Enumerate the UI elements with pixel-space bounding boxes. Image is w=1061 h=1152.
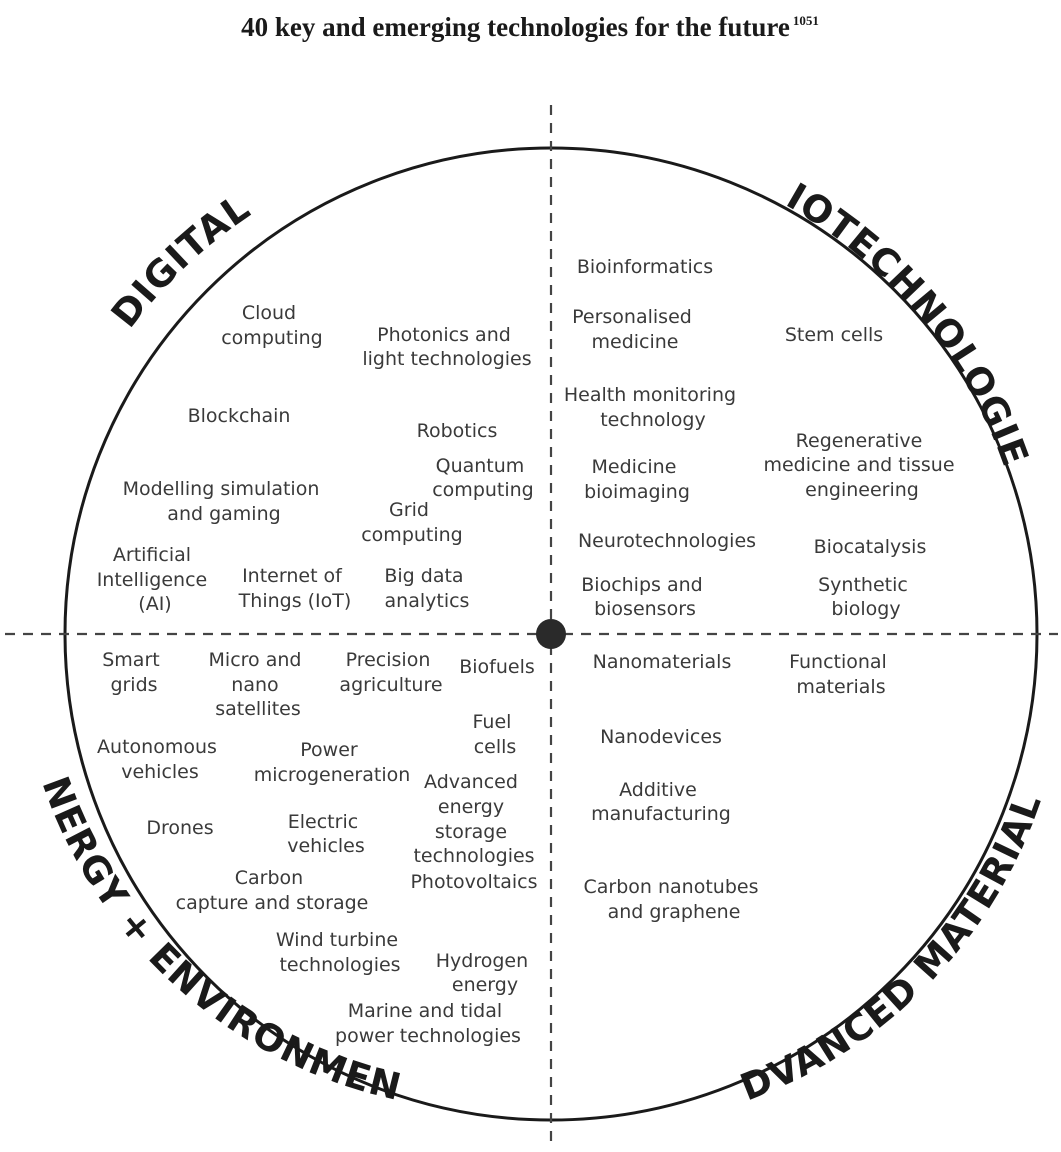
tech-carbon-nanotubes-graphene: Carbon nanotubes and graphene [583,876,764,923]
diagram-title: 40 key and emerging technologies for the… [241,12,819,42]
tech-regenerative-medicine: Regenerative medicine and tissue enginee… [763,430,960,501]
tech-autonomous-vehicles: Autonomous vehicles [97,736,223,783]
tech-hydrogen-energy: Hydrogen energy [436,950,534,996]
tech-cloud-computing: Cloud computing [221,302,323,349]
tech-biofuels: Biofuels [459,656,535,678]
tech-biocatalysis: Biocatalysis [814,536,927,558]
tech-stem-cells: Stem cells [785,324,883,346]
quadrant-title-digital: DIGITAL [103,185,258,335]
title-reference: 1051 [793,13,819,28]
tech-drones: Drones [146,817,213,839]
tech-internet-of-things: Internet of Things (IoT) [238,565,352,612]
tech-artificial-intelligence: Artificial Intelligence (AI) [97,544,214,615]
tech-additive-manufacturing: Additive manufacturing [591,779,731,825]
tech-micro-nano-satellites: Micro and nano satellites [209,649,308,720]
tech-precision-agriculture: Precision agriculture [339,649,442,696]
tech-marine-tidal-power: Marine and tidal power technologies [335,1000,521,1047]
tech-electric-vehicles: Electric vehicles [287,811,365,857]
tech-robotics: Robotics [417,420,498,442]
tech-health-monitoring: Health monitoring technology [564,384,742,431]
tech-quantum-computing: Quantum computing [432,455,534,501]
tech-advanced-energy-storage: Advanced energy storage technologies [413,771,534,867]
tech-modelling-simulation: Modelling simulation and gaming [123,478,326,525]
tech-photonics: Photonics and light technologies [362,324,531,370]
tech-nanodevices: Nanodevices [600,726,722,748]
tech-nanomaterials: Nanomaterials [593,651,732,673]
tech-photovoltaics: Photovoltaics [410,871,537,893]
tech-power-microgeneration: Power microgeneration [254,739,411,786]
tech-grid-computing: Grid computing [361,499,463,546]
tech-synthetic-biology: Synthetic biology [818,574,914,620]
tech-smart-grids: Smart grids [102,649,166,696]
tech-functional-materials: Functional materials [789,651,893,698]
tech-fuel-cells: Fuel cells [473,711,518,758]
tech-blockchain: Blockchain [188,405,291,427]
tech-personalised-medicine: Personalised medicine [572,306,698,353]
tech-carbon-capture-storage: Carbon capture and storage [176,867,369,914]
tech-big-data-analytics: Big data analytics [384,565,469,612]
center-dot [536,619,566,649]
tech-neurotechnologies: Neurotechnologies [578,530,756,552]
tech-bioinformatics: Bioinformatics [577,256,713,278]
quadrant-title-biotechnologies: BIOTECHNOLOGIES [0,0,1037,472]
tech-medicine-bioimaging: Medicine bioimaging [584,456,690,503]
tech-wind-turbine: Wind turbine technologies [276,929,404,976]
tech-biochips-biosensors: Biochips and biosensors [581,574,709,620]
